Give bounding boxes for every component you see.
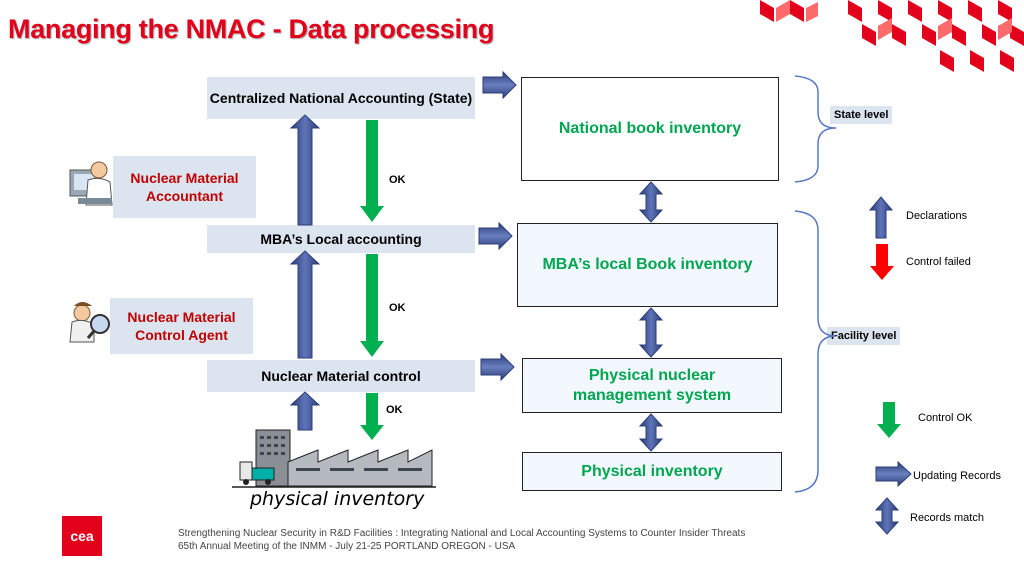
legend-control-failed: Control failed bbox=[906, 256, 971, 268]
national-book-inventory-box: National book inventory bbox=[521, 77, 779, 181]
state-level-tag: State level bbox=[830, 106, 893, 124]
legend-updating-records-arrow bbox=[875, 460, 912, 488]
records-match-arrow-3 bbox=[638, 413, 664, 452]
red-cube-pattern-icon bbox=[760, 0, 1024, 72]
cea-logo: cea bbox=[62, 516, 102, 556]
ok-label-1: OK bbox=[389, 174, 406, 186]
ok-label-3: OK bbox=[386, 404, 403, 416]
update-right-arrow-2 bbox=[478, 221, 513, 251]
legend-control-failed-arrow bbox=[870, 244, 894, 280]
factory-icon bbox=[232, 429, 436, 488]
facility-level-tag: Facility level bbox=[827, 327, 901, 345]
records-match-arrow-1 bbox=[638, 181, 664, 223]
legend-updating-records: Updating Records bbox=[913, 470, 1002, 482]
mba-local-accounting-box: MBA’s Local accounting bbox=[207, 225, 475, 253]
legend-declarations: Declarations bbox=[906, 210, 968, 222]
facility-level-bracket bbox=[794, 210, 837, 493]
mba-book-inventory-box: MBA’s local Book inventory bbox=[517, 223, 778, 307]
records-match-arrow-2 bbox=[638, 307, 664, 358]
accountant-role-box: Nuclear Material Accountant bbox=[113, 156, 256, 218]
accountant-person-icon bbox=[69, 161, 113, 206]
update-right-arrow-3 bbox=[480, 352, 515, 382]
legend-records-match: Records match bbox=[910, 512, 984, 524]
legend-records-match-arrow bbox=[874, 497, 900, 535]
page-title: Managing the NMAC - Data processing bbox=[8, 14, 495, 44]
physical-inventory-label: physical inventory bbox=[250, 488, 425, 510]
update-right-arrow-1 bbox=[482, 70, 517, 100]
ok-down-arrow-1 bbox=[360, 120, 384, 222]
declaration-up-arrow-3 bbox=[289, 391, 321, 431]
ok-down-arrow-2 bbox=[360, 254, 384, 357]
declaration-up-arrow-1 bbox=[289, 114, 321, 226]
ok-label-2: OK bbox=[389, 302, 406, 314]
state-level-bracket bbox=[794, 75, 837, 183]
footer-line-2: 65th Annual Meeting of the INMM - July 2… bbox=[178, 541, 516, 552]
footer-line-1: Strengthening Nuclear Security in R&D Fa… bbox=[178, 528, 746, 539]
legend-control-ok-arrow bbox=[877, 402, 901, 438]
physical-management-system-box: Physical nuclear management system bbox=[522, 358, 782, 413]
control-agent-person-icon bbox=[69, 302, 110, 343]
control-agent-role-box: Nuclear Material Control Agent bbox=[110, 298, 253, 354]
physical-inventory-box: Physical inventory bbox=[522, 452, 782, 491]
legend-declarations-arrow bbox=[868, 196, 894, 239]
ok-down-arrow-3 bbox=[360, 393, 384, 440]
legend-control-ok: Control OK bbox=[918, 412, 973, 424]
centralized-accounting-box: Centralized National Accounting (State) bbox=[207, 77, 475, 119]
declaration-up-arrow-2 bbox=[289, 250, 321, 359]
nuclear-material-control-box: Nuclear Material control bbox=[207, 360, 475, 392]
